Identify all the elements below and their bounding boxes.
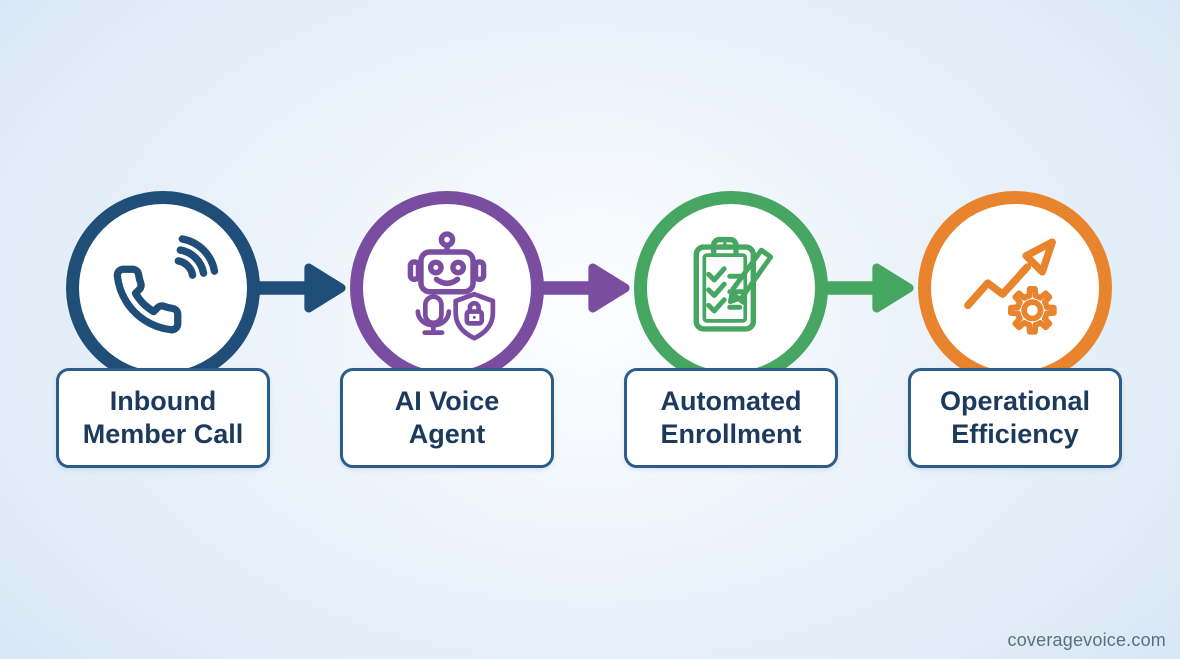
step-label-line1: Automated — [660, 385, 802, 416]
step-label-line1: Operational — [939, 385, 1091, 416]
flow-arrow-2 — [537, 253, 633, 323]
flow-arrow-3 — [821, 253, 917, 323]
step-circle-navy — [66, 191, 260, 385]
step-circle-green — [634, 191, 828, 385]
robot-mic-shield-icon — [407, 231, 496, 341]
growth-arrow-gear-icon — [964, 238, 1057, 335]
step-circle-purple — [350, 191, 544, 385]
step-circle-orange — [918, 191, 1112, 385]
flow-arrow-1 — [253, 253, 349, 323]
step-label-line2: Enrollment — [660, 419, 802, 449]
step-label-line2: Agent — [408, 419, 486, 449]
step-label-operational-efficiency: Operational Efficiency — [908, 368, 1122, 468]
watermark-text: coveragevoice.com — [1007, 630, 1166, 650]
step-label-line2: Efficiency — [951, 419, 1079, 449]
step-label-ai-voice-agent: AI Voice Agent — [340, 368, 554, 468]
phone-call-icon — [113, 235, 219, 334]
step-label-line1: Inbound — [109, 385, 217, 416]
step-label-line1: AI Voice — [394, 385, 500, 416]
clipboard-checklist-pencil-icon — [693, 236, 774, 332]
step-label-automated-enrollment: Automated Enrollment — [624, 368, 838, 468]
step-label-inbound-member-call: Inbound Member Call — [56, 368, 270, 468]
step-label-line2: Member Call — [82, 419, 244, 449]
